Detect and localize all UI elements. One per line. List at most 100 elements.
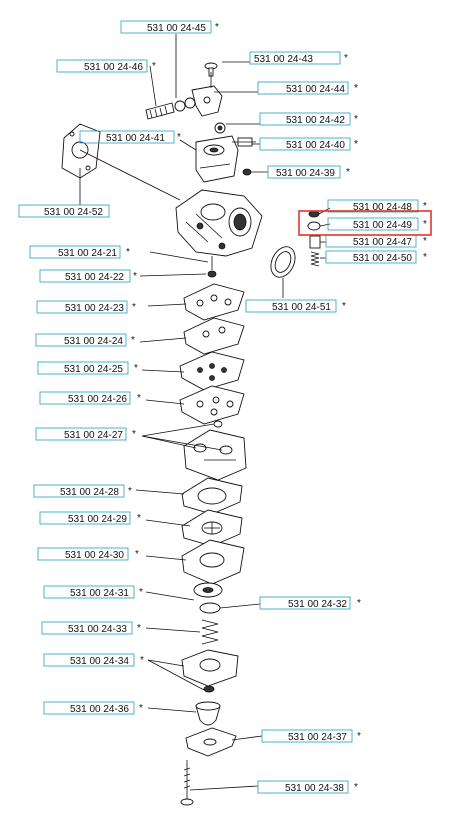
part-23-gasket xyxy=(183,283,245,321)
label-box-41 xyxy=(79,130,175,144)
part-number-33[interactable]: 531 00 24-33 xyxy=(68,624,127,635)
part-number-38[interactable]: 531 00 24-38 xyxy=(285,783,344,794)
label-box-44 xyxy=(257,81,349,95)
part-number-49[interactable]: 531 00 24-49 xyxy=(353,220,412,231)
part-mark-40: * xyxy=(354,139,358,150)
part-number-30[interactable]: 531 00 24-30 xyxy=(65,550,124,561)
part-mark-39: * xyxy=(346,167,350,178)
part-26-gasket xyxy=(179,385,245,425)
label-box-37 xyxy=(261,729,353,743)
label-box-23 xyxy=(36,300,128,314)
part-number-42[interactable]: 531 00 24-42 xyxy=(286,115,345,126)
part-49-oring xyxy=(307,221,321,231)
part-mark-46: * xyxy=(152,61,156,72)
part-22-screw xyxy=(207,256,217,278)
part-52-gasket xyxy=(61,123,181,205)
part-number-26[interactable]: 531 00 24-26 xyxy=(68,394,127,405)
part-39-washer xyxy=(242,168,252,176)
part-number-51[interactable]: 531 00 24-51 xyxy=(272,302,331,313)
part-32-ring xyxy=(199,602,221,614)
label-box-43 xyxy=(249,51,341,65)
part-mark-34: * xyxy=(140,655,144,666)
part-number-22[interactable]: 531 00 24-22 xyxy=(65,272,124,283)
part-mark-36: * xyxy=(139,703,143,714)
leader-lines xyxy=(135,61,331,791)
part-41-cover xyxy=(195,135,239,183)
parts-drawing xyxy=(61,34,321,806)
part-mark-44: * xyxy=(354,83,358,94)
part-33-spring xyxy=(201,619,219,645)
part-number-43[interactable]: 531 00 24-43 xyxy=(254,54,313,65)
part-number-41[interactable]: 531 00 24-41 xyxy=(106,133,165,144)
label-box-48 xyxy=(327,199,419,213)
part-number-24[interactable]: 531 00 24-24 xyxy=(64,336,123,347)
part-number-23[interactable]: 531 00 24-23 xyxy=(65,303,124,314)
part-number-36[interactable]: 531 00 24-36 xyxy=(70,704,129,715)
part-number-48[interactable]: 531 00 24-48 xyxy=(353,202,412,213)
label-box-24 xyxy=(35,333,127,347)
part-51-ring xyxy=(270,246,296,298)
part-47-valve xyxy=(309,235,321,249)
part-mark-45: * xyxy=(215,22,219,33)
part-mark-48: * xyxy=(423,201,427,212)
part-number-25[interactable]: 531 00 24-25 xyxy=(64,364,123,375)
label-box-49 xyxy=(327,217,419,231)
part-mark-41: * xyxy=(177,132,181,143)
part-number-31[interactable]: 531 00 24-31 xyxy=(70,588,129,599)
part-number-40[interactable]: 531 00 24-40 xyxy=(286,140,345,151)
part-mark-51: * xyxy=(342,301,346,312)
part-number-28[interactable]: 531 00 24-28 xyxy=(60,487,119,498)
part-mark-30: * xyxy=(135,549,139,560)
label-box-52 xyxy=(18,204,110,218)
part-number-34[interactable]: 531 00 24-34 xyxy=(70,656,129,667)
label-box-42 xyxy=(259,112,351,126)
part-number-27[interactable]: 531 00 24-27 xyxy=(64,430,123,441)
part-number-37[interactable]: 531 00 24-37 xyxy=(288,732,347,743)
label-box-26 xyxy=(39,391,131,405)
part-number-39[interactable]: 531 00 24-39 xyxy=(276,168,335,179)
part-number-32[interactable]: 531 00 24-32 xyxy=(288,599,347,610)
label-box-45 xyxy=(120,20,212,34)
part-mark-50: * xyxy=(423,252,427,263)
part-mark-23: * xyxy=(132,302,136,313)
part-34-cover xyxy=(181,649,239,693)
part-number-52[interactable]: 531 00 24-52 xyxy=(44,207,103,218)
part-mark-33: * xyxy=(137,623,141,634)
part-mark-38: * xyxy=(354,782,358,793)
part-40-fitting xyxy=(232,137,256,147)
part-mark-21: * xyxy=(126,247,130,258)
part-number-29[interactable]: 531 00 24-29 xyxy=(68,514,127,525)
highlight-box-49 xyxy=(298,210,432,236)
part-mark-31: * xyxy=(139,587,143,598)
part-mark-42: * xyxy=(354,114,358,125)
label-box-33 xyxy=(41,621,133,635)
part-25-plate xyxy=(179,351,245,391)
part-number-50[interactable]: 531 00 24-50 xyxy=(353,253,412,264)
part-mark-29: * xyxy=(137,513,141,524)
part-mark-28: * xyxy=(128,486,132,497)
label-box-38 xyxy=(257,780,349,794)
part-mark-32: * xyxy=(357,598,361,609)
part-carburetor-body xyxy=(175,189,263,257)
label-box-22 xyxy=(39,269,131,283)
label-box-30 xyxy=(37,547,129,561)
label-box-50 xyxy=(325,250,417,264)
label-box-51 xyxy=(245,299,337,313)
part-number-21[interactable]: 531 00 24-21 xyxy=(58,248,117,259)
part-mark-37: * xyxy=(357,731,361,742)
label-box-36 xyxy=(43,701,135,715)
part-46-screw xyxy=(145,97,196,120)
part-37-retainer xyxy=(185,727,237,757)
part-mark-22: * xyxy=(133,271,137,282)
label-box-46 xyxy=(56,59,148,73)
part-50-spring xyxy=(310,251,320,267)
part-mark-24: * xyxy=(131,335,135,346)
label-box-31 xyxy=(43,585,135,599)
part-number-47[interactable]: 531 00 24-47 xyxy=(353,237,412,248)
part-36-primer-bulb xyxy=(195,701,221,726)
label-box-27 xyxy=(35,427,127,441)
part-number-45[interactable]: 531 00 24-45 xyxy=(147,23,206,34)
part-number-44[interactable]: 531 00 24-44 xyxy=(286,84,345,95)
part-number-46[interactable]: 531 00 24-46 xyxy=(84,62,143,73)
label-box-39 xyxy=(267,165,341,179)
